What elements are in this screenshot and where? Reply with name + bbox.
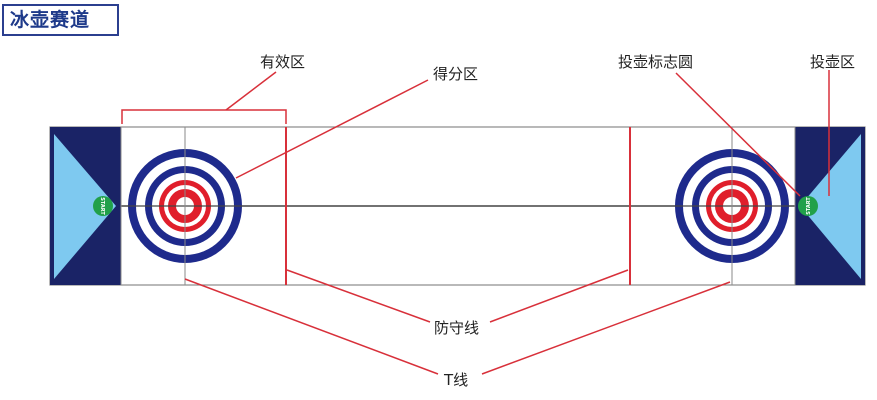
left-throw-zone: START: [50, 127, 121, 285]
label-hog-line: 防守线: [434, 319, 479, 337]
right-house: [675, 149, 789, 263]
label-t-line: T线: [443, 371, 468, 389]
left-start-mark: [93, 196, 113, 216]
label-score-zone: 得分区: [433, 65, 478, 83]
left-house: [128, 149, 242, 263]
label-valid-zone: 有效区: [260, 53, 305, 71]
label-throw-zone: 投壶区: [810, 53, 855, 71]
leader-lines: [184, 70, 830, 375]
left-start-text: START: [99, 197, 105, 215]
diagram-title: 冰壶赛道: [2, 4, 119, 36]
right-start-text: START: [806, 197, 812, 215]
label-throw-circle: 投壶标志圆: [618, 53, 693, 71]
right-throw-zone: START: [795, 127, 865, 285]
right-start-mark: [798, 196, 818, 216]
valid-zone-bracket: [121, 109, 287, 124]
